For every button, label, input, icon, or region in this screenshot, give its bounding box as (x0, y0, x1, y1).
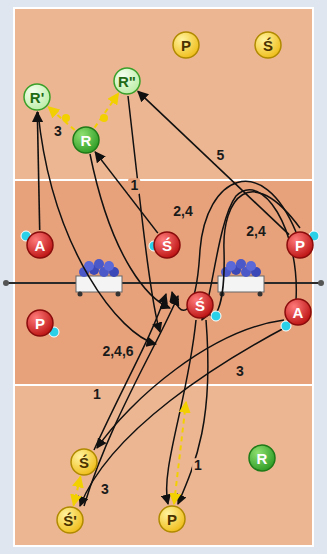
player-green: R (72, 126, 100, 154)
player-red: Ś (153, 231, 181, 259)
player-circle (24, 84, 50, 110)
player-letter: P (295, 238, 305, 253)
ball-path (38, 96, 300, 506)
player-green-target: R" (113, 67, 141, 95)
player-circle (255, 32, 281, 58)
player-red: A (26, 231, 54, 259)
player-circle (114, 68, 140, 94)
player-green: R (248, 444, 276, 472)
callout-number: 2,4 (244, 224, 267, 239)
movement-path (174, 402, 186, 504)
player-letter: Ś (263, 38, 273, 53)
player-red: P (286, 231, 314, 259)
callout-number: 1 (91, 387, 103, 402)
player-letter: R" (118, 74, 136, 89)
player-circle (159, 506, 185, 532)
player-letter: P (181, 38, 191, 53)
player-letter: R (257, 451, 268, 466)
callout-number: 2,4 (171, 204, 194, 219)
player-letter: Ś (195, 298, 205, 313)
movement-arrow (37, 112, 39, 230)
player-letter: R (81, 133, 92, 148)
callout-number: 2,4,6 (100, 344, 135, 359)
player-circle (71, 449, 97, 475)
player-red: Ś (186, 291, 214, 319)
player-letter: Ś' (63, 513, 77, 528)
player-letter: A (35, 238, 46, 253)
player-marker (21, 231, 319, 337)
player-letter: P (35, 316, 45, 331)
player-yellow: Ś (254, 31, 282, 59)
callout-number: 3 (234, 364, 246, 379)
player-circle (287, 232, 313, 258)
movement-arrow (74, 477, 81, 506)
movement-arrow (95, 152, 158, 233)
player-letter: Ś (162, 238, 172, 253)
player-circle (285, 299, 311, 325)
player-letter: R' (30, 90, 44, 105)
callout-number: 1 (129, 179, 141, 194)
callout-number: 5 (214, 148, 226, 163)
callout-number: 3 (52, 124, 64, 139)
callout-number: 1 (192, 458, 204, 473)
player-letter: Ś (79, 455, 89, 470)
player-circle (187, 292, 213, 318)
player-red: P (26, 309, 54, 337)
player-letter: P (167, 512, 177, 527)
player-circle (154, 232, 180, 258)
player-yellow: P (172, 31, 200, 59)
movement-arrow (138, 91, 289, 234)
player-circle (173, 32, 199, 58)
player-green-target: R' (23, 83, 51, 111)
player-circle (27, 232, 53, 258)
player-circle (249, 445, 275, 471)
player-yellow: P (158, 505, 186, 533)
player-circle (27, 310, 53, 336)
movement-arrow (95, 93, 119, 127)
player-red: A (284, 298, 312, 326)
player-yellow: Ś' (56, 506, 84, 534)
player-circle (73, 127, 99, 153)
player-letter: A (293, 305, 304, 320)
player-circle (57, 507, 83, 533)
player-yellow: Ś (70, 448, 98, 476)
callout-number: 3 (99, 482, 111, 497)
